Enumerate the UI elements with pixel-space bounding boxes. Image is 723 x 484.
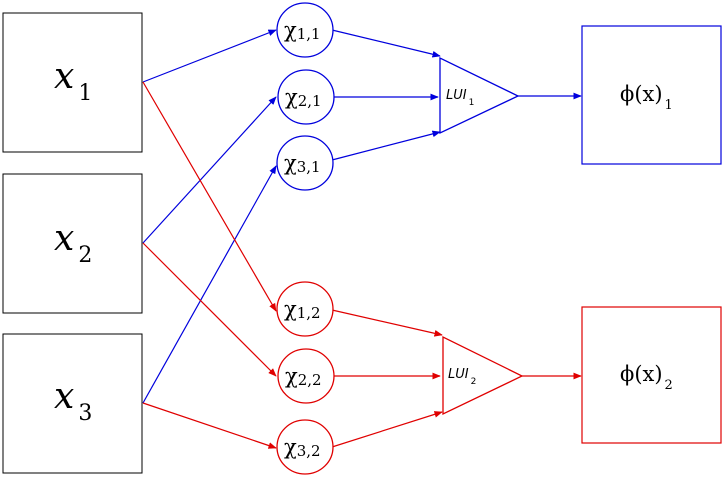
edge-c31-lui1	[331, 130, 441, 161]
output-label-phi2: ϕ(x)2	[620, 362, 673, 393]
edges-blue	[142, 29, 582, 404]
node-c21: χ2,1	[277, 69, 335, 125]
output-box-phi1: ϕ(x)1	[581, 25, 722, 165]
output-label-phi1: ϕ(x)1	[620, 82, 673, 113]
node-label-c22: χ2,2	[285, 364, 322, 389]
node-label-c31: χ3,1	[284, 151, 321, 176]
node-c22: χ2,2	[277, 348, 335, 404]
node-c11: χ1,1	[276, 2, 334, 58]
node-label-c11: χ1,1	[284, 18, 321, 43]
edge-x1-c12	[142, 81, 277, 312]
edge-x3-c32	[142, 402, 277, 449]
node-c12: χ1,2	[276, 281, 334, 337]
edge-x2-c21	[142, 96, 277, 244]
node-label-c32: χ3,2	[284, 435, 321, 460]
node-label-c12: χ1,2	[284, 297, 321, 322]
edge-x1-c11	[142, 29, 277, 83]
output-box-phi2: ϕ(x)2	[581, 306, 722, 444]
edge-c11-lui1	[331, 29, 441, 58]
node-c32: χ3,2	[276, 419, 334, 475]
node-c31: χ3,1	[276, 135, 334, 191]
edge-x3-c31	[142, 165, 277, 404]
edge-x2-c22	[142, 242, 277, 377]
edge-c32-lui2	[331, 411, 443, 448]
node-label-c21: χ2,1	[285, 85, 322, 110]
edges-red	[142, 81, 582, 449]
edge-c12-lui2	[331, 309, 443, 337]
